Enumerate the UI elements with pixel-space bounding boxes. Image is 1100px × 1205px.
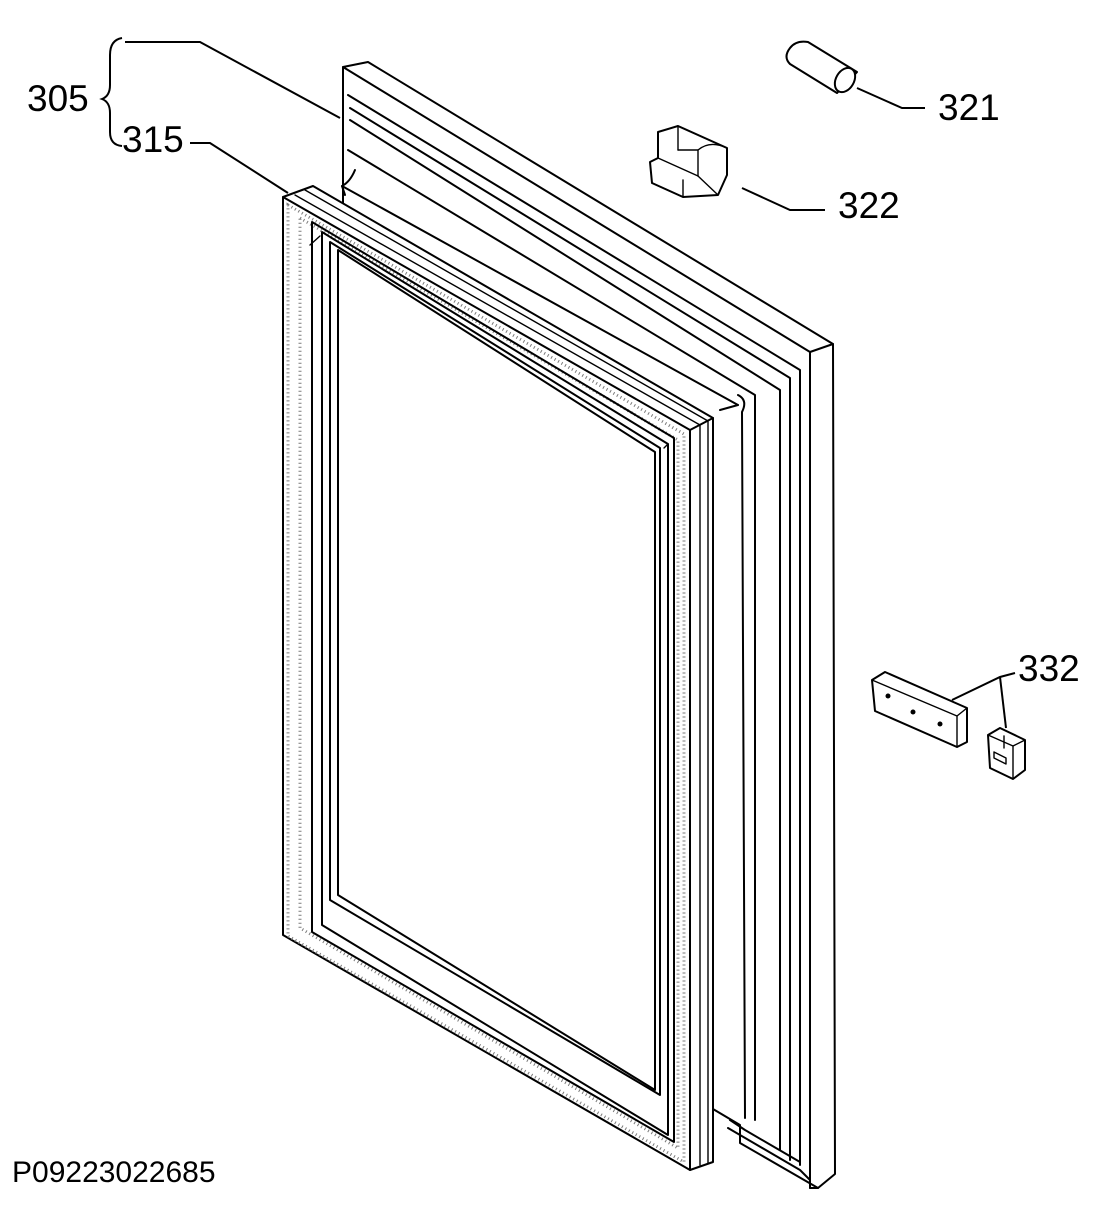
callout-315: 315 <box>122 119 184 160</box>
hinge-clip <box>987 727 1026 780</box>
leader-315 <box>190 142 289 194</box>
callout-321: 321 <box>938 87 1000 128</box>
callout-332: 332 <box>1018 648 1080 689</box>
leader-332-b <box>999 676 1007 729</box>
hinge-bracket <box>871 671 968 748</box>
callout-305: 305 <box>27 78 89 119</box>
leader-332-a <box>951 672 1016 701</box>
door-gasket <box>282 185 714 1171</box>
cap-part <box>649 125 728 198</box>
leader-322 <box>741 187 825 211</box>
brace-305 <box>99 37 123 147</box>
leader-321 <box>856 87 925 109</box>
leader-lines <box>99 37 1016 729</box>
diagram-code: P09223022685 <box>12 1156 216 1189</box>
pin-part <box>785 40 858 94</box>
leader-305 <box>125 41 341 119</box>
callout-322: 322 <box>838 185 900 226</box>
